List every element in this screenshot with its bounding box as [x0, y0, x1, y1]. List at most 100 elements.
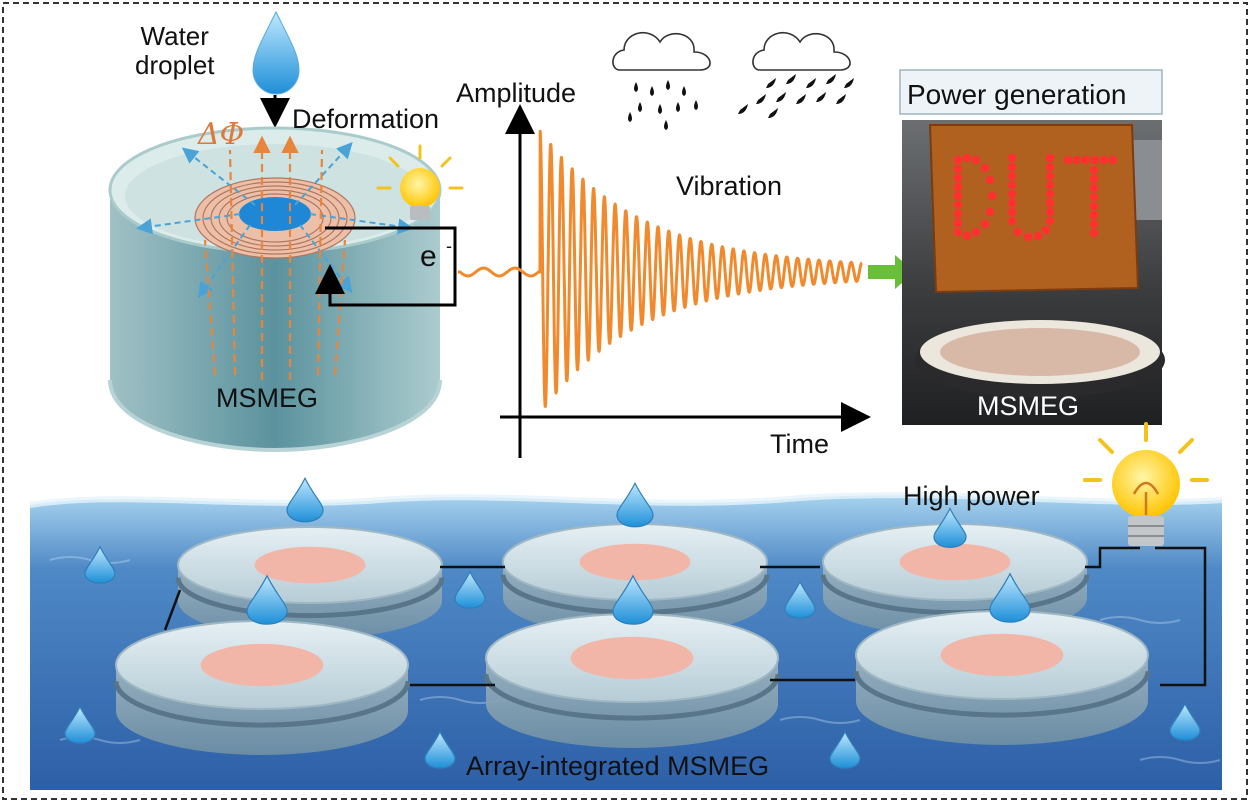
led-dot — [1089, 165, 1099, 175]
led-dot — [1089, 228, 1099, 238]
led-dot — [1045, 171, 1055, 181]
led-dot — [1089, 201, 1099, 211]
water-droplet-label-line1: Water — [140, 21, 209, 51]
light-rain-cloud-icon — [612, 31, 711, 130]
dut-led-pattern — [953, 153, 1118, 242]
led-dot — [962, 231, 972, 241]
led-dot — [1007, 216, 1017, 226]
led-dot — [1108, 155, 1118, 165]
water-droplet-icon — [286, 476, 324, 523]
water-droplet-icon — [454, 570, 486, 609]
water-droplet-icon — [784, 580, 816, 619]
led-dot — [971, 227, 981, 237]
led-dot — [980, 219, 990, 229]
led-dot — [953, 209, 963, 219]
msmeg-disc — [820, 523, 1090, 636]
flux-arrows — [203, 135, 347, 380]
water-droplet-label: Water droplet — [135, 22, 215, 79]
water-droplet-icon — [424, 730, 456, 769]
led-dot — [1007, 189, 1017, 199]
led-dot — [1072, 155, 1082, 165]
led-dot — [1007, 198, 1017, 208]
led-dot — [1089, 183, 1099, 193]
led-dot — [1090, 155, 1100, 165]
led-dot — [953, 155, 963, 165]
led-dot — [1007, 207, 1017, 217]
msmeg-disc — [113, 620, 411, 755]
electron-superscript: - — [446, 236, 452, 256]
msmeg-disc — [853, 610, 1151, 745]
water-droplet-icon — [989, 572, 1031, 623]
water-droplet-icon — [84, 545, 116, 584]
led-dot — [953, 227, 963, 237]
led-dot — [987, 191, 997, 201]
led-dot — [1099, 155, 1109, 165]
heavy-rain-cloud-icon — [738, 31, 854, 118]
led-dot — [1007, 180, 1017, 190]
array-scene — [29, 422, 1223, 790]
led-dot — [1045, 207, 1055, 217]
led-dot — [1089, 192, 1099, 202]
vibration-plot — [458, 104, 871, 458]
led-dot — [953, 173, 963, 183]
led-dot — [1045, 180, 1055, 190]
led-dot — [980, 163, 990, 173]
water-droplet-icon — [246, 574, 288, 625]
water-droplet-icon — [612, 574, 654, 625]
decaying-waveform — [458, 129, 864, 408]
high-power-label: High power — [903, 481, 1040, 511]
water-droplet-icon — [933, 507, 967, 548]
array-wires — [163, 546, 1207, 687]
vibration-label: Vibration — [676, 171, 783, 201]
led-dot — [953, 200, 963, 210]
led-dot — [1081, 155, 1091, 165]
led-dot — [1013, 227, 1023, 237]
time-axis-label: Time — [770, 429, 829, 459]
led-dot — [1045, 216, 1055, 226]
deformation-label: Deformation — [292, 104, 440, 134]
led-dot — [1063, 155, 1073, 165]
led-dot — [953, 218, 963, 228]
led-dot — [1089, 174, 1099, 184]
led-dot — [953, 164, 963, 174]
msmeg-disc — [483, 613, 781, 748]
led-dot — [1045, 189, 1055, 199]
power-generation-title-box — [899, 69, 1163, 115]
led-dot — [1045, 162, 1055, 172]
magnet — [239, 197, 311, 231]
msmeg-photo-label: MSMEG — [977, 391, 1080, 421]
water-droplet-icon — [1169, 702, 1201, 741]
led-dot — [985, 175, 995, 185]
led-dot — [985, 207, 995, 217]
water-droplet-icon — [829, 730, 861, 769]
led-dot — [1045, 153, 1055, 163]
delta-phi-label: ΔΦ — [198, 117, 245, 152]
led-dot — [1041, 225, 1051, 235]
msmeg-device-label: MSMEG — [216, 383, 319, 413]
led-dot — [1033, 231, 1043, 241]
led-dot — [953, 182, 963, 192]
water-droplet-icon — [252, 10, 300, 95]
led-dot — [1007, 153, 1017, 163]
power-generation-photo — [902, 120, 1165, 425]
led-dot — [1023, 232, 1033, 242]
led-dot — [1089, 210, 1099, 220]
led-dot — [1007, 171, 1017, 181]
led-dot — [1045, 198, 1055, 208]
water-droplet-label-line2: droplet — [135, 49, 215, 80]
water-droplet-icon — [64, 705, 96, 744]
electron-label: e — [420, 240, 437, 273]
circuit-wire — [325, 226, 457, 307]
power-generation-label: Power generation — [907, 79, 1127, 110]
led-dot — [962, 153, 972, 163]
led-dot — [1089, 219, 1099, 229]
amplitude-axis-label: Amplitude — [456, 78, 577, 108]
msmeg-device — [108, 126, 457, 453]
led-board — [928, 124, 1140, 294]
led-dot — [971, 155, 981, 165]
led-dot — [1007, 162, 1017, 172]
light-bulb-icon — [376, 144, 464, 220]
water-droplet-icon — [616, 481, 654, 528]
